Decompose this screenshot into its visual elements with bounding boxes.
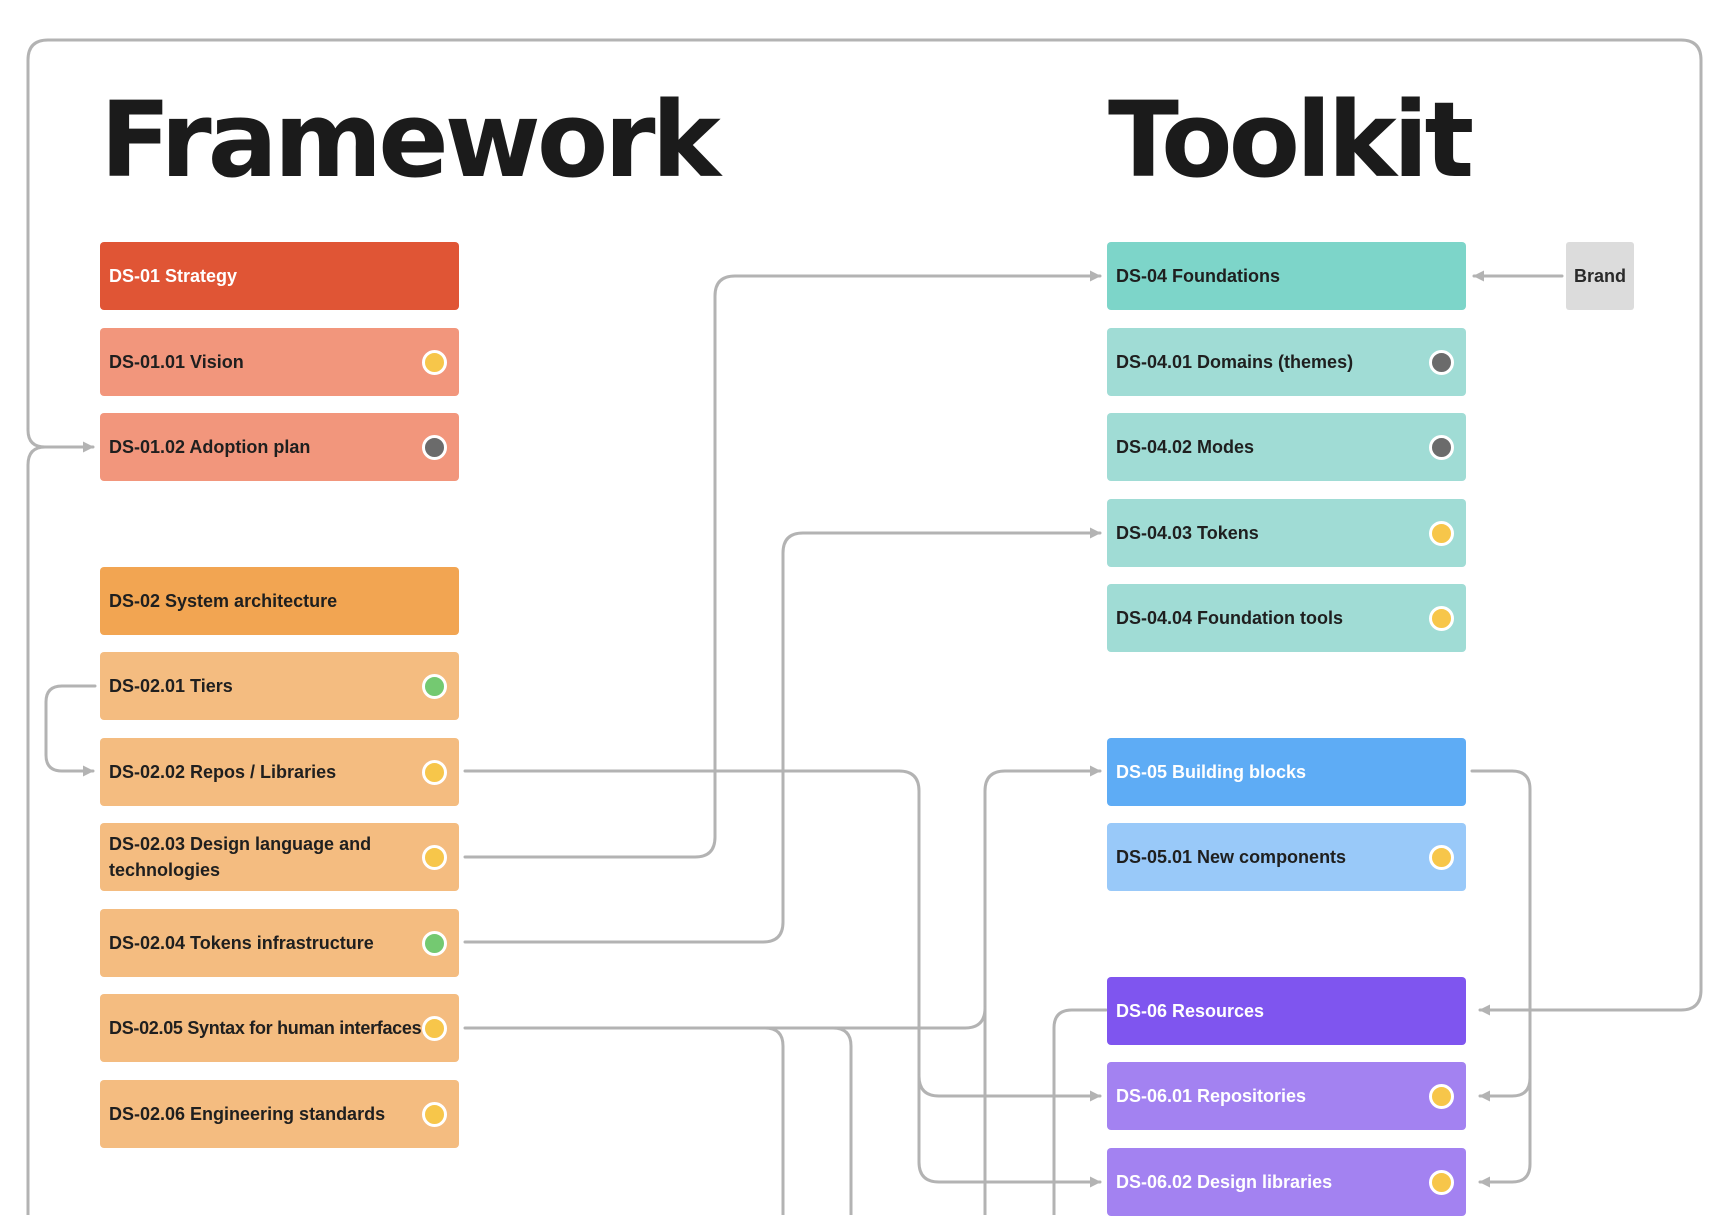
card-ds02-04-tokens-infrastructure[interactable]: DS-02.04 Tokens infrastructure xyxy=(100,909,459,977)
status-yellow-icon xyxy=(1429,1083,1454,1109)
card-label: DS-04.04 Foundation tools xyxy=(1116,608,1344,628)
card-label: DS-06 Resources xyxy=(1116,1001,1265,1021)
status-yellow-icon xyxy=(422,759,447,785)
framework-title: Framework xyxy=(100,79,721,201)
card-label: DS-04 Foundations xyxy=(1116,266,1281,286)
card-label: DS-02.02 Repos / Libraries xyxy=(109,762,337,782)
card-ds02-03-design-language[interactable]: DS-02.03 Design language and technologie… xyxy=(100,823,459,891)
card-label: DS-04.01 Domains (themes) xyxy=(1116,352,1354,372)
card-label: DS-02.03 Design language and technologie… xyxy=(109,834,372,880)
status-green-icon xyxy=(422,673,447,699)
card-label: DS-04.03 Tokens xyxy=(1116,523,1259,543)
status-yellow-icon xyxy=(422,844,447,870)
building-blocks-connector xyxy=(1470,769,1532,1102)
brand-label: Brand xyxy=(1573,265,1626,286)
card-label: DS-01.01 Vision xyxy=(109,352,244,372)
status-yellow-icon xyxy=(422,349,447,375)
card-label: DS-06.02 Design libraries xyxy=(1116,1172,1333,1192)
card-label: DS-05.01 New components xyxy=(1116,847,1347,867)
card-label: DS-02 System architecture xyxy=(109,591,338,611)
syntax-connector xyxy=(463,765,1102,1030)
card-ds06-01-repositories[interactable]: DS-06.01 Repositories xyxy=(1107,1062,1466,1130)
syntax-down-3 xyxy=(831,1026,853,1215)
card-ds02-05-syntax[interactable]: DS-02.05 Syntax for human interfaces xyxy=(100,994,459,1062)
design-language-connector xyxy=(463,270,1102,859)
card-ds02-system-architecture[interactable]: DS-02 System architecture xyxy=(100,567,459,635)
card-label: DS-01 Strategy xyxy=(109,266,238,286)
card-ds05-01-new-components[interactable]: DS-05.01 New components xyxy=(1107,823,1466,891)
syntax-down-2 xyxy=(763,1026,785,1215)
card-ds01-01-vision[interactable]: DS-01.01 Vision xyxy=(100,328,459,396)
card-ds02-02-repos-libraries[interactable]: DS-02.02 Repos / Libraries xyxy=(100,738,459,806)
card-ds04-01-domains[interactable]: DS-04.01 Domains (themes) xyxy=(1107,328,1466,396)
card-ds01-strategy[interactable]: DS-01 Strategy xyxy=(100,242,459,310)
frame-left-arrow xyxy=(26,428,95,453)
status-yellow-icon xyxy=(422,1015,447,1041)
toolkit-title: Toolkit xyxy=(1108,79,1474,201)
card-label: DS-02.04 Tokens infrastructure xyxy=(109,933,374,953)
card-ds01-02-adoption-plan[interactable]: DS-01.02 Adoption plan xyxy=(100,413,459,481)
card-ds04-03-tokens[interactable]: DS-04.03 Tokens xyxy=(1107,499,1466,567)
status-gray-icon xyxy=(1429,349,1454,375)
card-ds02-01-tiers[interactable]: DS-02.01 Tiers xyxy=(100,652,459,720)
frame-left-line-down xyxy=(26,445,47,1215)
card-label: DS-06.01 Repositories xyxy=(1116,1086,1307,1106)
status-yellow-icon xyxy=(1429,520,1454,546)
card-label: DS-02.06 Engineering standards xyxy=(109,1104,386,1124)
status-yellow-icon xyxy=(1429,844,1454,870)
card-label: DS-02.01 Tiers xyxy=(109,676,233,696)
card-ds05-building-blocks[interactable]: DS-05 Building blocks xyxy=(1107,738,1466,806)
card-label: DS-05 Building blocks xyxy=(1116,762,1307,782)
tokens-connector xyxy=(463,527,1102,944)
tiers-connector xyxy=(44,684,97,777)
card-ds06-02-design-libraries[interactable]: DS-06.02 Design libraries xyxy=(1107,1148,1466,1216)
status-gray-icon xyxy=(422,434,447,460)
card-label: DS-01.02 Adoption plan xyxy=(109,437,311,457)
card-label: DS-02.05 Syntax for human interfaces xyxy=(109,1018,422,1038)
frame-line xyxy=(26,38,1703,1016)
card-ds02-06-engineering-standards[interactable]: DS-02.06 Engineering standards xyxy=(100,1080,459,1148)
card-ds04-02-modes[interactable]: DS-04.02 Modes xyxy=(1107,413,1466,481)
status-yellow-icon xyxy=(1429,1169,1454,1195)
status-yellow-icon xyxy=(422,1101,447,1127)
repos-connector xyxy=(463,769,1102,1102)
resources-connector xyxy=(1052,1008,1108,1215)
building-blocks-connector-libraries xyxy=(1478,1076,1532,1188)
brand-box[interactable]: Brand xyxy=(1566,242,1634,310)
status-yellow-icon xyxy=(1429,605,1454,631)
repos-connector-libraries xyxy=(917,1074,1102,1188)
card-label: DS-04.02 Modes xyxy=(1116,437,1255,457)
status-green-icon xyxy=(422,930,447,956)
card-ds04-foundations[interactable]: DS-04 Foundations xyxy=(1107,242,1466,310)
status-gray-icon xyxy=(1429,434,1454,460)
card-ds04-04-foundation-tools[interactable]: DS-04.04 Foundation tools xyxy=(1107,584,1466,652)
card-ds06-resources[interactable]: DS-06 Resources xyxy=(1107,977,1466,1045)
